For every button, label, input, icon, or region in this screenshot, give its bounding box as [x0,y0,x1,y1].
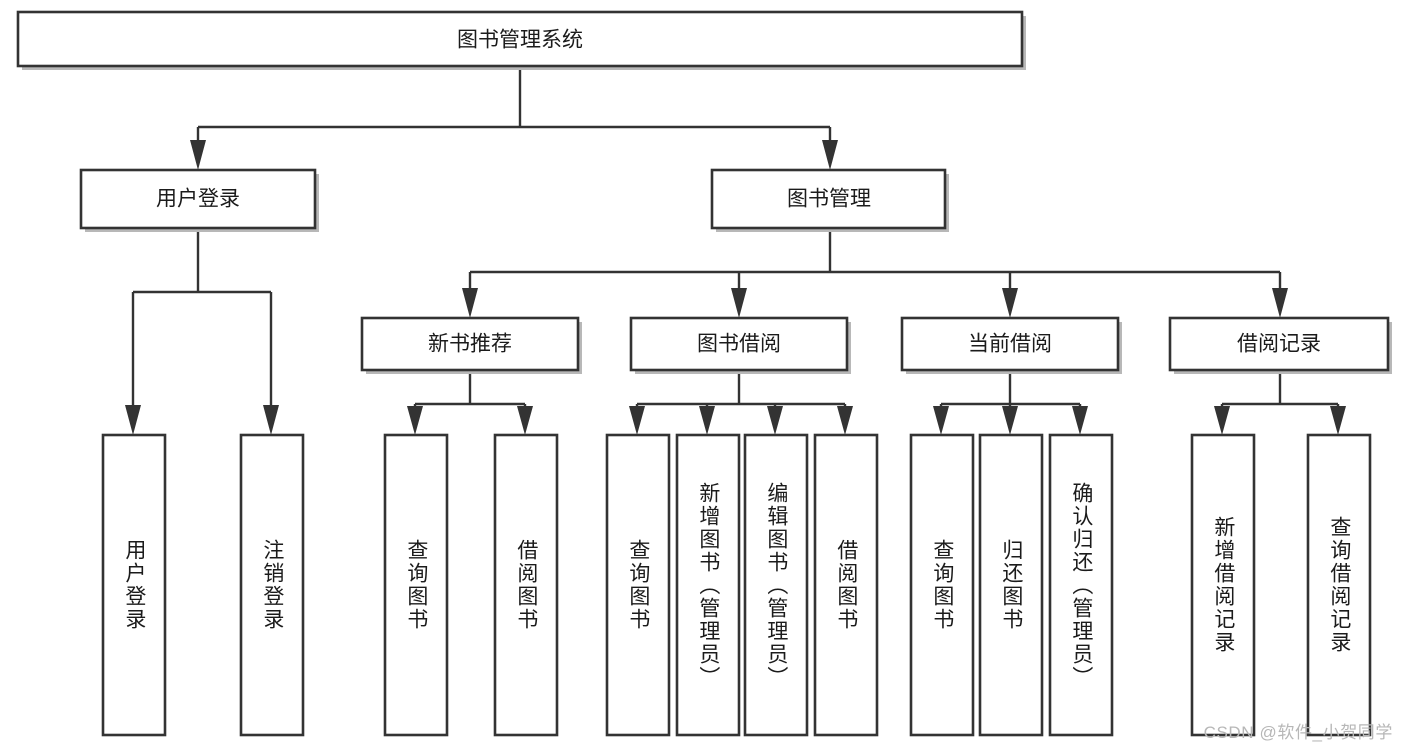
arrow-bb-leaf-3 [767,406,783,435]
user-login-box [79,168,317,230]
arrow-bm-to-new-book-recommend [462,288,478,318]
leaf-box-user-login[interactable] [101,433,167,737]
leaf-box-return-book[interactable] [978,433,1044,737]
node-new-book-recommend[interactable]: 新书推荐 [360,316,582,374]
leaf-box-query-book-1[interactable] [383,433,449,737]
book-management-label: 图书管理 [787,188,871,211]
current-borrow-label: 当前借阅 [968,333,1052,356]
book-borrow-label: 图书借阅 [697,333,781,356]
arrow-br-leaf-1 [1214,406,1230,435]
borrow-record-box [1168,316,1390,372]
new-book-recommend-label: 新书推荐 [428,333,512,356]
leaf-box-query-record[interactable] [1306,433,1372,737]
leaf-box-add-book[interactable] [675,433,741,737]
arrow-bm-to-current-borrow [1002,288,1018,318]
arrow-user-login-leaf-1 [125,405,141,435]
book-borrow-box [629,316,849,372]
leaf-box-layer [101,433,1372,737]
arrow-user-login-leaf-2 [263,405,279,435]
arrow-nbr-leaf-2 [517,406,533,435]
leaf-box-user-logout[interactable] [239,433,305,737]
arrow-br-leaf-2 [1330,406,1346,435]
node-current-borrow[interactable]: 当前借阅 [900,316,1122,374]
user-login-label: 用户登录 [156,188,240,211]
arrow-cb-leaf-3 [1072,406,1088,435]
arrow-root-to-user-login [190,140,206,170]
node-borrow-record[interactable]: 借阅记录 [1168,316,1392,374]
arrow-cb-leaf-2 [1002,406,1018,435]
arrow-cb-leaf-1 [933,406,949,435]
borrow-record-label: 借阅记录 [1237,333,1321,356]
node-root[interactable]: 图书管理系统 [16,10,1026,70]
connector-layer [125,67,1346,435]
leaf-box-add-record[interactable] [1190,433,1256,737]
current-borrow-box [900,316,1120,372]
node-book-borrow[interactable]: 图书借阅 [629,316,851,374]
root-box [16,10,1024,68]
leaf-box-edit-book[interactable] [743,433,809,737]
leaf-box-borrow-book-1[interactable] [493,433,559,737]
leaf-box-confirm-return[interactable] [1048,433,1114,737]
root-label: 图书管理系统 [457,29,583,52]
arrow-bb-leaf-2 [699,406,715,435]
leaf-box-query-book-3[interactable] [909,433,975,737]
new-book-recommend-box [360,316,580,372]
arrow-bb-leaf-1 [629,406,645,435]
book-management-box [710,168,947,230]
arrow-bm-to-borrow-record [1272,288,1288,318]
leaf-box-query-book-2[interactable] [605,433,671,737]
leaf-box-borrow-book-2[interactable] [813,433,879,737]
node-user-login[interactable]: 用户登录 [79,168,319,232]
arrow-bm-to-book-borrow [731,288,747,318]
node-book-management[interactable]: 图书管理 [710,168,949,232]
arrow-nbr-leaf-1 [407,406,423,435]
arrow-bb-leaf-4 [837,406,853,435]
arrow-root-to-book-management [822,140,838,170]
